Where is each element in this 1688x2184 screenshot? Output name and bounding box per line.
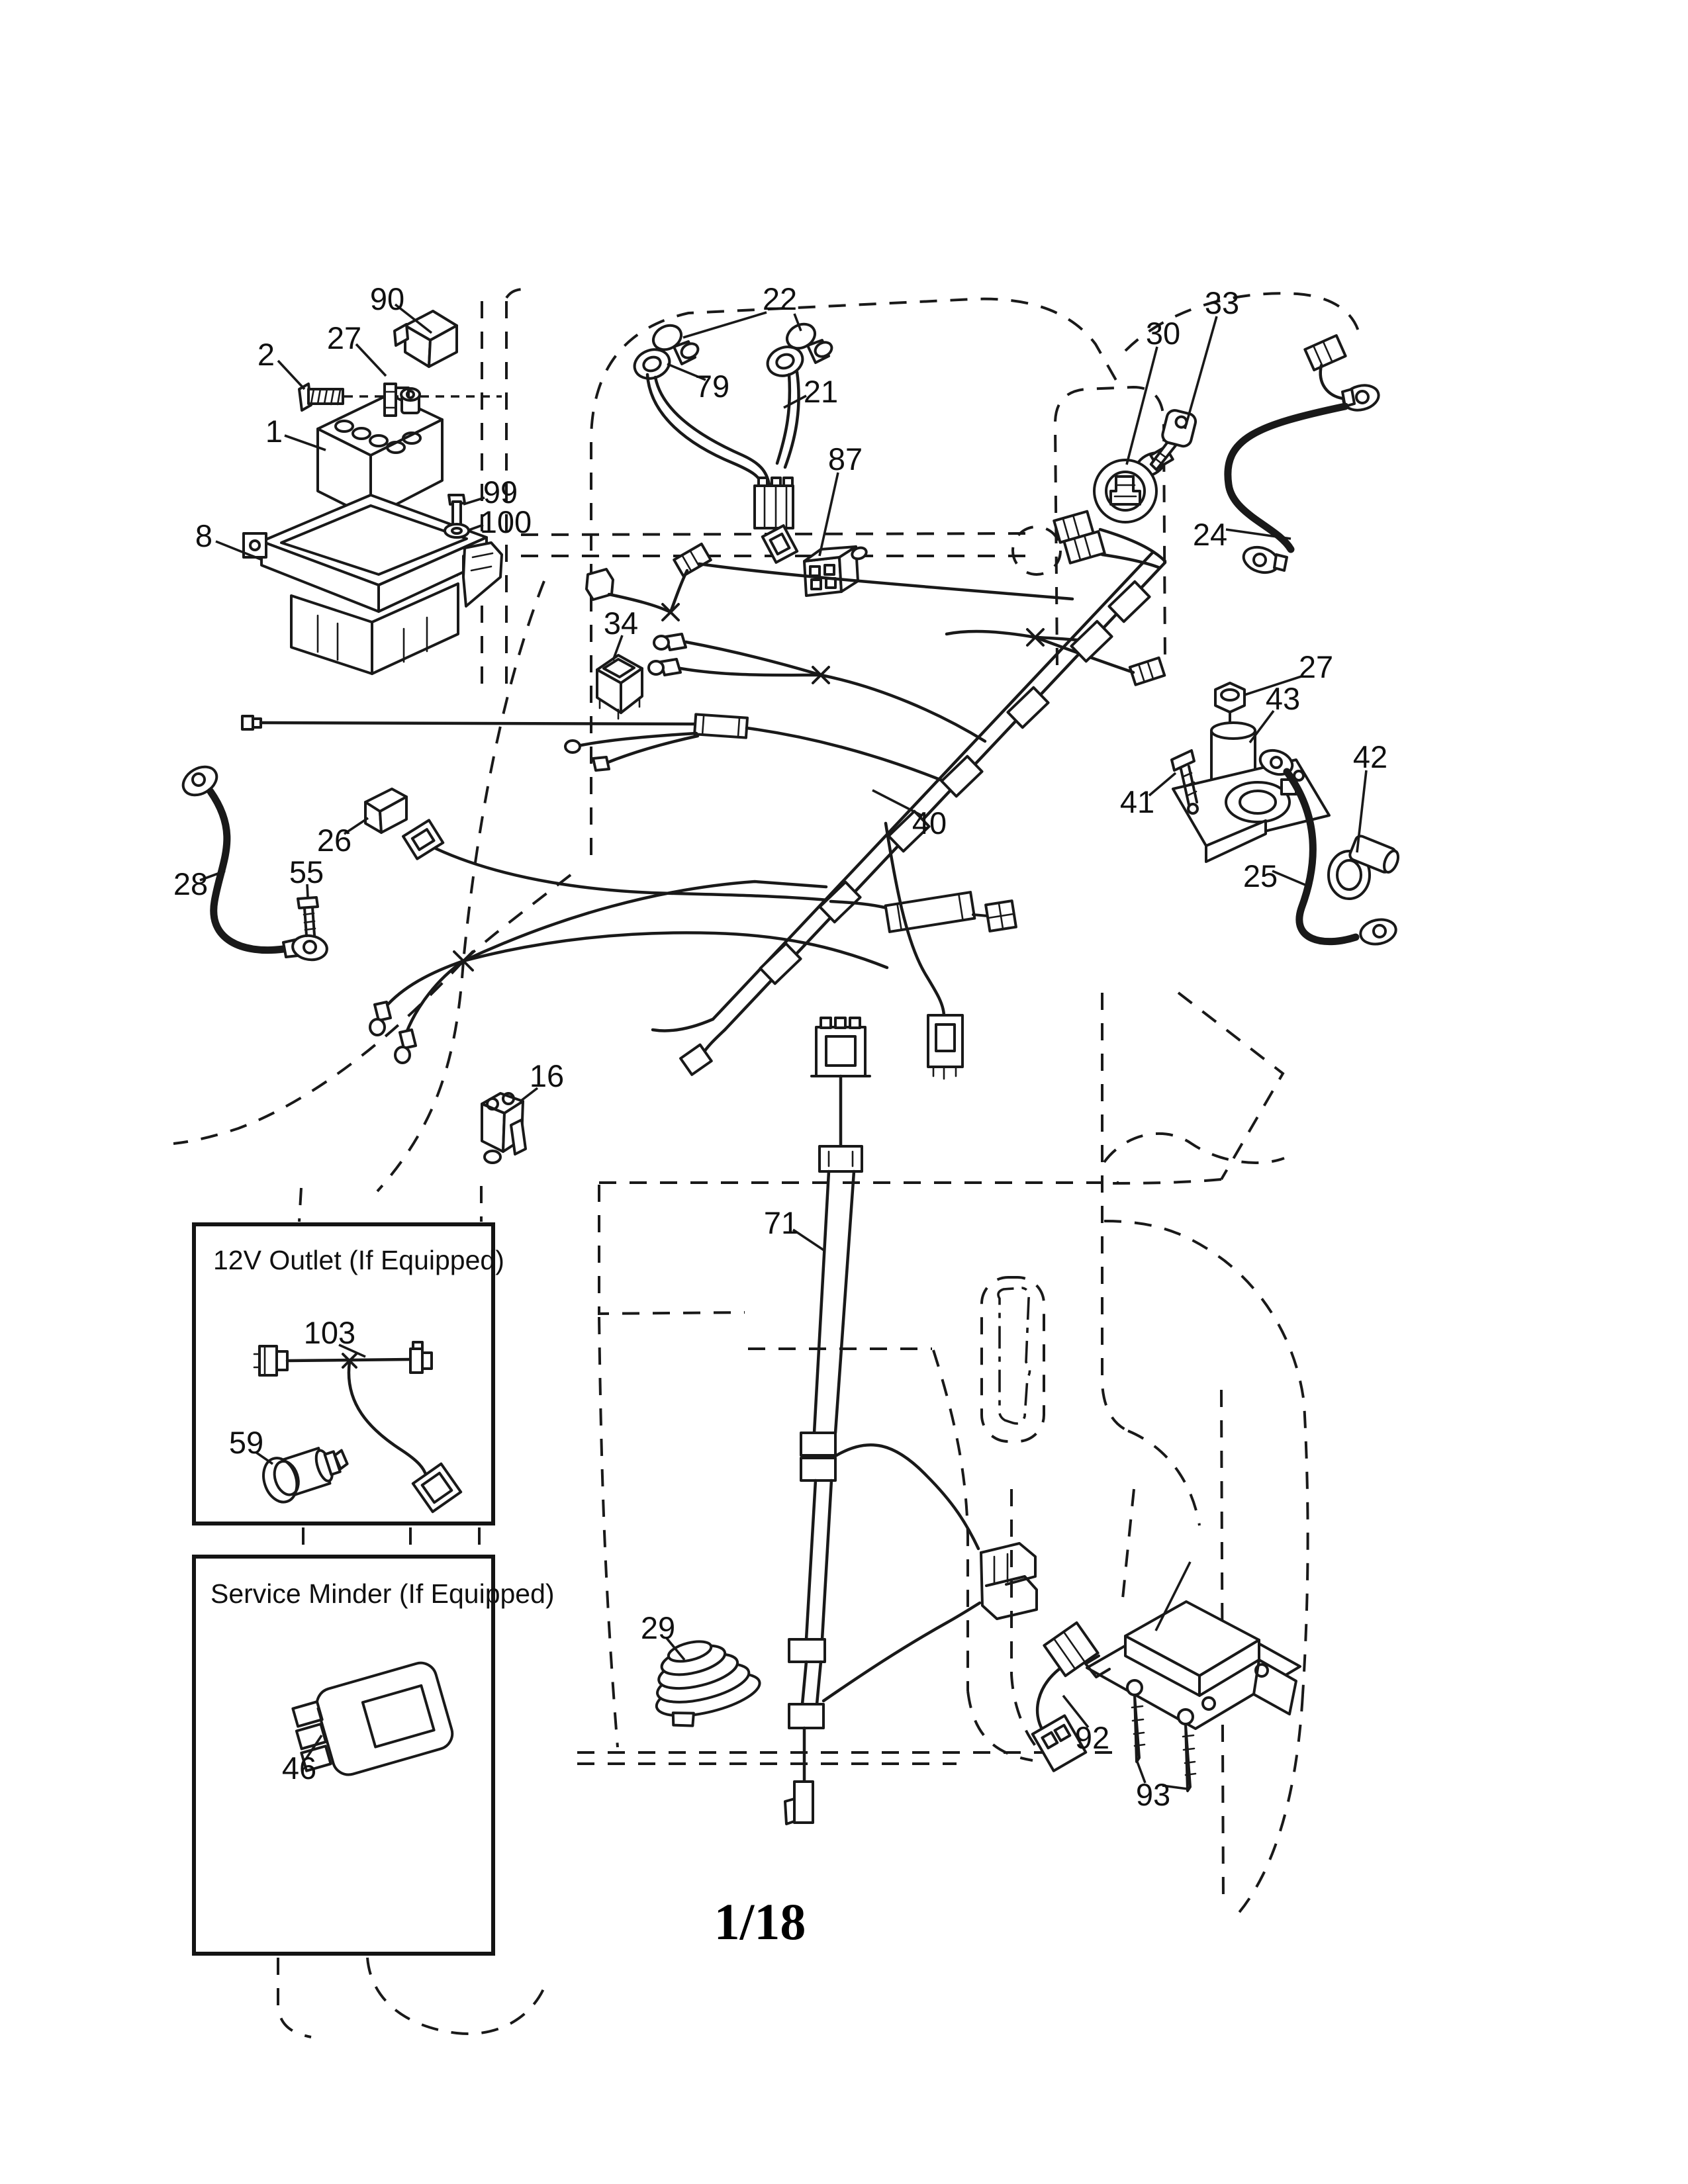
callout-engine-ground-cable: 24 xyxy=(1193,517,1227,552)
callout-fuse: 26 xyxy=(317,823,352,858)
callout-headlight-harness: 21 xyxy=(804,374,838,409)
callout-ignition-key: 33 xyxy=(1205,285,1239,320)
callout-spacer: 27 xyxy=(327,320,361,355)
service-minder-module xyxy=(291,1661,454,1776)
callout-battery-ground-cable: 28 xyxy=(173,866,208,901)
control-module xyxy=(1084,1600,1301,1730)
solenoid-cable xyxy=(1258,749,1397,946)
solenoid-nut xyxy=(1214,682,1246,713)
callout-terminal-cover: 90 xyxy=(370,281,404,316)
callout-headlight-bulb: 22 xyxy=(763,281,797,316)
callout-solenoid: 43 xyxy=(1266,681,1300,716)
battery-box xyxy=(242,494,490,675)
callout-service-minder-module: 46 xyxy=(282,1751,316,1786)
interlock-switch xyxy=(481,1092,527,1164)
callout-module-screws: 93 xyxy=(1136,1777,1170,1812)
callout-main-harness: 40 xyxy=(912,805,947,841)
callout-battery: 1 xyxy=(265,414,283,449)
service-minder-inset: Service Minder (If Equipped) xyxy=(192,1555,555,1956)
callout-ignition-switch: 30 xyxy=(1146,316,1180,351)
callout-outlet-socket: 59 xyxy=(229,1425,263,1460)
seat-harness-connector xyxy=(810,1017,871,1077)
outlet-inset: 12V Outlet (If Equipped) xyxy=(192,1222,504,1525)
callout-carriage-bolt: 2 xyxy=(258,337,275,372)
battery-spacer xyxy=(383,383,397,417)
headlight-harness xyxy=(633,322,833,564)
light-switch xyxy=(596,654,643,720)
battery-bolt xyxy=(298,383,344,412)
callout-grommet: 29 xyxy=(641,1610,675,1645)
outlet-inset-title: 12V Outlet (If Equipped) xyxy=(213,1245,504,1275)
headlight-bulb-left xyxy=(651,324,683,351)
module-connector xyxy=(1031,1621,1100,1772)
plug-switch xyxy=(803,545,868,597)
seat-harness xyxy=(784,1017,1038,1825)
harness-clip xyxy=(980,1542,1038,1620)
callout-hex-screw: 99 xyxy=(483,475,518,510)
page-number: 1/18 xyxy=(714,1893,806,1950)
outlet-harness xyxy=(253,1341,463,1514)
engine-ground-cable xyxy=(1224,334,1380,574)
callout-battery-box: 8 xyxy=(195,518,212,553)
headlight-bulb-right xyxy=(785,322,817,350)
callout-solenoid-bolt: 41 xyxy=(1120,784,1154,819)
battery-box-screw xyxy=(444,494,470,539)
callout-hex-nut: 27 xyxy=(1299,649,1333,684)
callout-terminal-boot: 42 xyxy=(1353,739,1387,774)
solenoid-assembly xyxy=(1170,682,1331,863)
callout-washer: 100 xyxy=(480,504,532,539)
callout-seat-harness: 71 xyxy=(764,1205,798,1240)
callout-outlet-harness: 103 xyxy=(304,1315,355,1350)
harness-connector xyxy=(927,1014,964,1080)
ignition-key xyxy=(1149,409,1197,471)
service-minder-title: Service Minder (If Equipped) xyxy=(211,1578,555,1609)
outlet-socket xyxy=(262,1447,349,1504)
fuse xyxy=(364,788,829,902)
terminal-boot xyxy=(1327,835,1400,900)
callout-leaders xyxy=(199,303,1368,1790)
callout-light-switch: 34 xyxy=(604,606,638,641)
callout-numbers: 90 27 2 1 8 99 100 22 79 21 87 30 33 24 … xyxy=(173,281,1387,1812)
solenoid-bolt-head xyxy=(1170,749,1196,772)
terminal-cover xyxy=(393,310,458,368)
main-harness xyxy=(651,550,1167,1080)
outlet-inset-border xyxy=(192,1222,495,1525)
callout-ground-screw: 55 xyxy=(289,854,324,889)
module-screws xyxy=(1126,1679,1197,1792)
callout-module-connector: 92 xyxy=(1075,1720,1109,1755)
ignition-switch xyxy=(1093,445,1174,523)
callout-plug-switch: 87 xyxy=(828,441,863,477)
harness-branch-wires xyxy=(241,510,1167,1064)
battery-ground-cable xyxy=(181,765,328,962)
battery-box-washer xyxy=(444,523,470,539)
callout-bulb-socket: 79 xyxy=(695,369,729,404)
battery xyxy=(316,387,444,519)
ground-screw xyxy=(297,896,319,937)
callout-interlock-switch: 16 xyxy=(530,1058,564,1093)
callout-solenoid-cable: 25 xyxy=(1243,858,1278,893)
service-minder-border xyxy=(192,1555,495,1956)
grommet xyxy=(655,1640,761,1727)
